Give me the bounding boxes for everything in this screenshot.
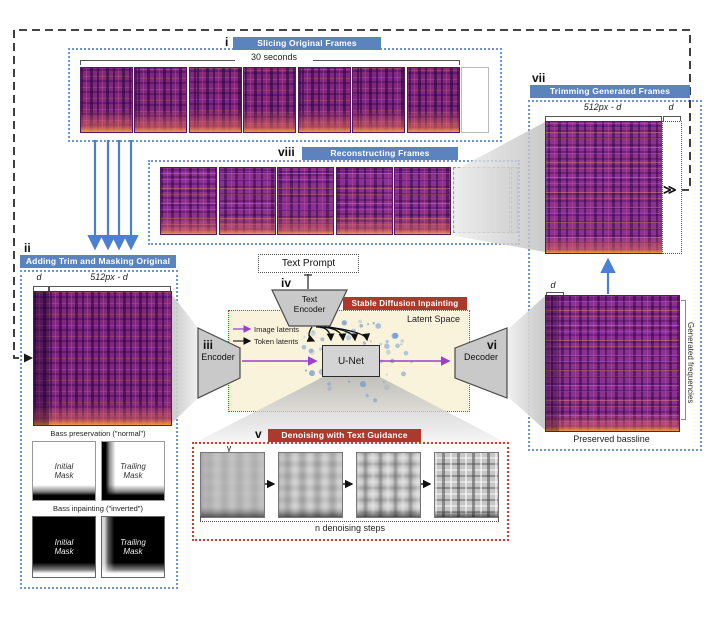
reconstructed-frame (219, 167, 276, 235)
denoise-steps-bracket (200, 516, 499, 522)
panel-ii-box (20, 270, 178, 589)
generated-frequencies-label: Generated frequencies (686, 321, 695, 404)
initial-mask-normal: Initial Mask (32, 441, 96, 501)
unet-box: U-Net (322, 345, 380, 377)
trim-d-bracket (33, 286, 49, 291)
panel-viii-title: Reconstructing Frames (302, 147, 458, 160)
denoise-texture (357, 453, 420, 517)
feedback-loop-arrowhead (24, 353, 33, 363)
spectrogram-frame (189, 67, 242, 133)
denoise-frame (278, 452, 343, 518)
denoise-steps-label: n denoising steps (314, 523, 386, 533)
trim-strip-overlay (34, 292, 49, 425)
denoise-frame (434, 452, 499, 518)
panel-vii-title: Trimming Generated Frames (530, 85, 690, 98)
decoder-label: Decoder (463, 352, 499, 362)
spectrogram-frame (243, 67, 296, 133)
padding-frame (461, 67, 489, 133)
output-trim-strip-overlay (546, 296, 559, 431)
output-d-label: d (550, 280, 556, 290)
preserved-bassline-label: Preserved bassline (573, 434, 650, 444)
feedback-loop-dashed-line (13, 29, 691, 359)
bass-preservation-label: Bass preservation ("normal") (50, 429, 146, 438)
trim-d-label: d (36, 272, 42, 282)
width-label: 512px - d (90, 272, 128, 282)
token-latents-arrow (319, 326, 347, 342)
generated-spectrogram-trimmed (545, 121, 664, 254)
panel-ii-numeral: ii (24, 241, 31, 255)
duration-label: 30 seconds (235, 52, 313, 62)
legend-token-latents: Token latents (254, 337, 299, 346)
gamma-label: γ (226, 443, 232, 453)
right-column-box (528, 100, 702, 451)
initial-mask-inverted: Initial Mask (32, 516, 96, 578)
spectrogram-frame (298, 67, 351, 133)
reconstructed-frame (394, 167, 451, 235)
panel-viii-numeral: viii (278, 145, 295, 159)
vii-d-label: d (668, 102, 674, 112)
spectrogram-frame (134, 67, 187, 133)
text-prompt-box: Text Prompt (258, 254, 359, 273)
spectrogram-frame (80, 67, 133, 133)
panel-vi-numeral: vi (487, 338, 498, 352)
skip-forward-symbol: ≫ (663, 182, 677, 197)
stable-diffusion-badge: Stable Diffusion Inpainting (343, 297, 467, 310)
reconstructed-frame (336, 167, 393, 235)
panel-ii-title: Adding Trim and Masking Original (20, 255, 176, 268)
trailing-mask-inverted: Trailing Mask (101, 516, 165, 578)
vii-width-bracket (545, 116, 662, 121)
legend-image-latents: Image latents (254, 325, 300, 334)
trailing-mask-normal: Trailing Mask (101, 441, 165, 501)
vii-d-bracket (663, 116, 681, 121)
masked-spectrogram (33, 291, 172, 426)
decoder-trapezoid (454, 327, 508, 399)
funnel-ii-encoder (170, 292, 198, 425)
generated-frequencies-bracket (681, 300, 686, 420)
panel-iv-numeral: iv (281, 276, 292, 290)
panel-v-numeral: v (255, 427, 262, 441)
panel-i-numeral: i (225, 35, 229, 49)
denoise-texture (279, 453, 342, 517)
generated-spectrogram (545, 295, 680, 432)
text-encoder-trapezoid (271, 289, 348, 327)
latent-space-label: Latent Space (406, 314, 460, 324)
token-latents-arrow (327, 326, 371, 342)
panel-i-title: Slicing Original Frames (233, 37, 381, 50)
denoise-frame (356, 452, 421, 518)
denoise-texture (201, 453, 264, 517)
funnel-unet-denoise (196, 376, 505, 442)
panel-iii-numeral: iii (203, 338, 214, 352)
panel-vii-numeral: vii (532, 71, 546, 85)
denoise-texture (435, 453, 498, 517)
trim-strip (662, 121, 682, 254)
spectrogram-frame (407, 67, 460, 133)
reconstructed-frame (277, 167, 334, 235)
encoder-label: Encoder (201, 352, 235, 362)
token-latents-arrow (315, 326, 335, 342)
bass-inpainting-label: Bass inpainting ("inverted") (53, 504, 143, 513)
encoder-trapezoid (197, 327, 241, 399)
text-encoder-label: Text Encoder (293, 294, 326, 314)
funnel-decoder-output (507, 296, 545, 430)
panel-v-title: Denoising with Text Guidance (268, 429, 421, 442)
funnel-vii-viii (455, 122, 545, 252)
width-bracket (49, 286, 171, 291)
vii-width-label: 512px - d (583, 102, 622, 112)
panel-v-box (192, 442, 509, 541)
denoise-frame (200, 452, 265, 518)
reconstructed-frame (160, 167, 217, 235)
spectrogram-frame (352, 67, 405, 133)
output-d-bracket (546, 292, 564, 297)
token-latents-arrow (306, 326, 316, 342)
